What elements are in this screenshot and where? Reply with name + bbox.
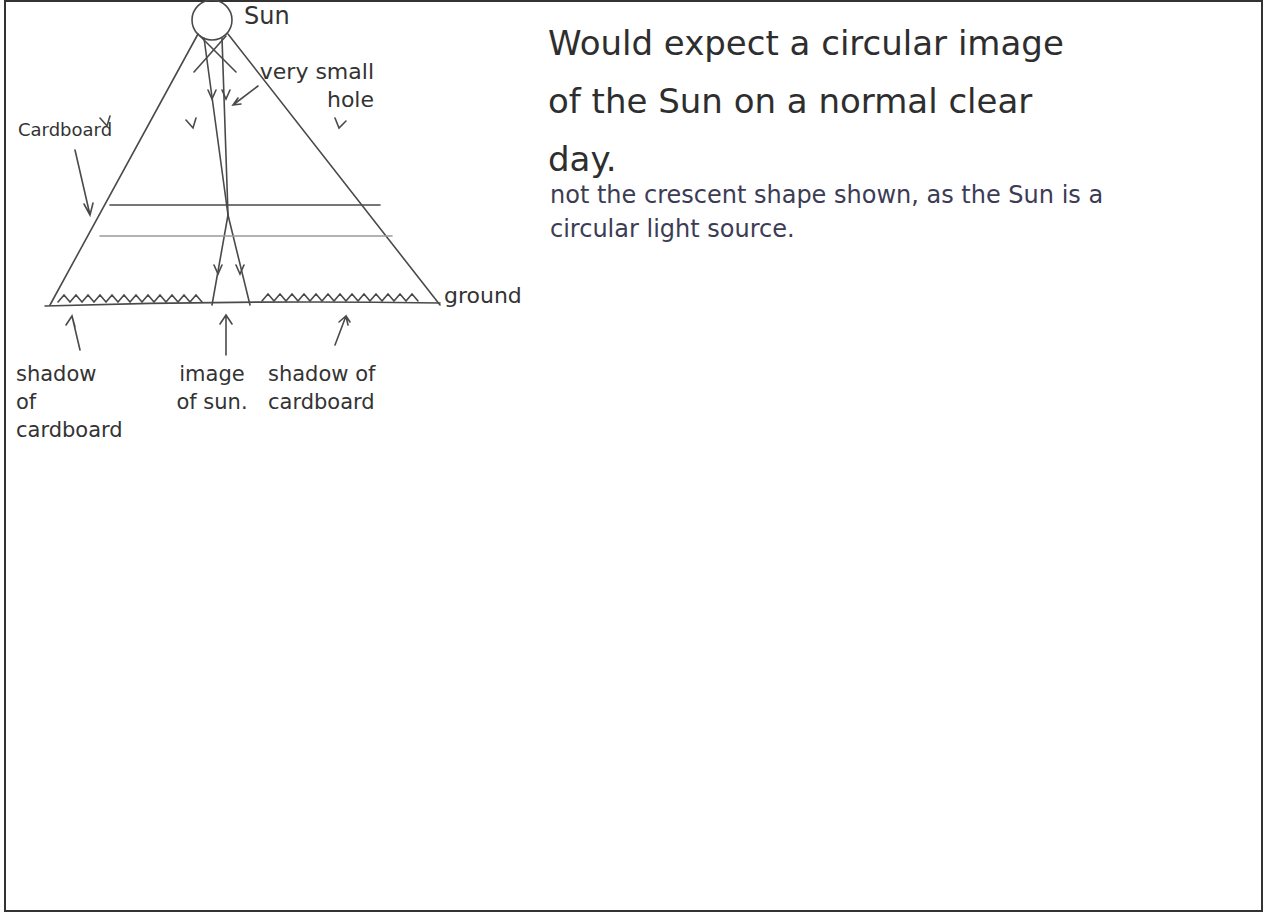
light-ray: [212, 215, 228, 305]
leader-arrow: [66, 316, 80, 350]
leader-arrow: [335, 316, 350, 345]
ground-label: ground: [444, 283, 534, 309]
ground-line: [45, 302, 440, 306]
cardboard-line: [100, 235, 392, 237]
light-ray: [222, 38, 228, 215]
shadow-hatching: [262, 294, 418, 301]
shadow-label: shadow of cardboard: [268, 360, 408, 416]
cardboard-line: [110, 204, 380, 206]
light-ray: [50, 34, 198, 305]
ray-diagram: [45, 0, 440, 355]
light-ray: [194, 36, 226, 72]
shadow-label: shadow of cardboard: [16, 360, 96, 444]
cardboard-label: Cardboard: [18, 118, 148, 142]
light-ray: [204, 38, 228, 215]
answer-text: Would expect a circular image of the Sun…: [548, 14, 1078, 188]
light-ray: [228, 215, 250, 305]
sun-label: Sun: [244, 2, 324, 30]
leader-arrow: [233, 86, 258, 105]
leader-arrow: [75, 150, 93, 215]
answer-frame: [5, 1, 1262, 911]
light-ray: [228, 34, 440, 305]
leader-arrow: [220, 315, 232, 355]
answer-note: not the crescent shape shown, as the Sun…: [550, 178, 1110, 246]
ray-arrowhead: [100, 90, 346, 274]
hole-label: very small hole: [252, 58, 374, 114]
shadow-hatching: [58, 295, 202, 302]
image-label: image of sun.: [172, 360, 252, 416]
